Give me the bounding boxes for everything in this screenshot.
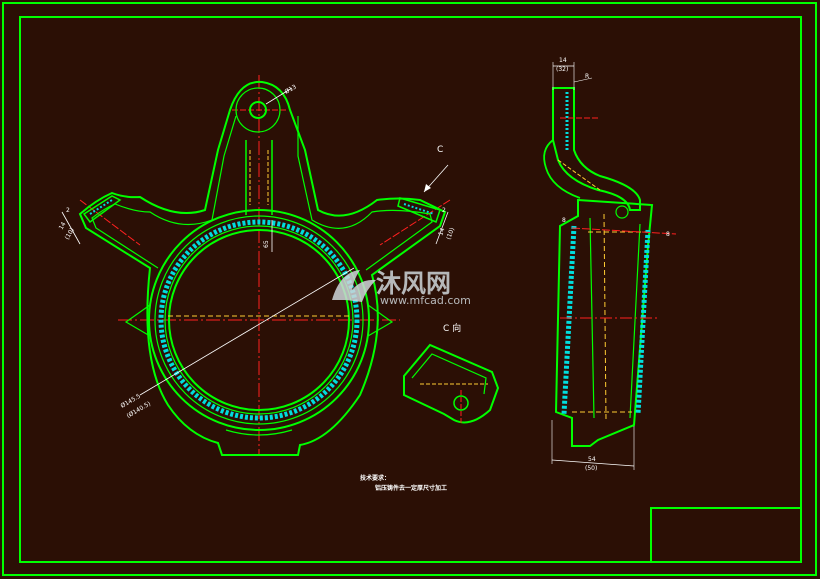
side-small-b: 8 — [666, 231, 670, 238]
center-rib — [245, 140, 273, 215]
dia-leader — [139, 267, 355, 396]
left-ring-boss — [124, 304, 151, 337]
right-dim-a: 2 — [442, 207, 446, 214]
side-hidden-vertical — [603, 213, 607, 421]
front-body-outline — [78, 80, 447, 456]
view-c-outline — [403, 343, 500, 424]
bottom-tab — [225, 429, 293, 436]
side-view: 14 (32) R 8 8 54 (50) — [543, 57, 677, 472]
top-eye-boss — [235, 87, 281, 133]
side-right-hatch — [635, 229, 651, 415]
notes-line1: 铝压铸件去一定厚尺寸加工 — [375, 484, 447, 492]
top-eye-hole — [249, 101, 267, 119]
rib-dim-label: 65 — [263, 240, 270, 248]
watermark-url: www.mfcad.com — [380, 294, 471, 307]
side-bottom-dim: 54 — [588, 456, 596, 463]
left-dim-a: 2 — [66, 207, 70, 214]
view-c-inner — [411, 353, 487, 395]
side-bottom-dim-paren: (50) — [585, 465, 597, 472]
front-body-inner-outline — [91, 115, 433, 271]
side-left-hatch — [561, 225, 577, 415]
view-c-title: C 向 — [443, 322, 461, 334]
notes-title: 技术要求： — [360, 474, 390, 482]
ring-bore — [168, 229, 350, 411]
watermark: 沐风网 www.mfcad.com — [332, 269, 471, 307]
side-top-dim: 14 — [559, 57, 567, 64]
view-c-hole — [453, 395, 469, 411]
ring-lining-edge — [164, 225, 354, 415]
side-body-outline — [554, 198, 654, 447]
side-top-hidden — [557, 159, 601, 191]
left-dim-line — [61, 211, 81, 245]
side-centerline-top — [571, 227, 677, 235]
title-block — [650, 507, 802, 563]
left-lug-flange — [82, 195, 122, 224]
view-c-arrow-label: C — [437, 145, 443, 155]
dia-hole-label: Ø13 — [284, 83, 298, 95]
view-c-arrowhead — [424, 184, 431, 192]
view-c-detail: C 向 — [403, 322, 500, 425]
left-dim-b: 14 — [58, 221, 68, 231]
right-lug-hatch — [403, 203, 435, 215]
center-rib-hidden — [249, 150, 269, 205]
right-dim-b: 14 — [437, 227, 446, 237]
side-bottom-dim-line — [551, 459, 635, 467]
inner-border — [19, 16, 802, 563]
front-view: Ø145.5 (Ø140.5) Ø13 65 2 14 (10) 2 14 (1… — [58, 75, 456, 456]
side-top-boss — [615, 205, 629, 219]
right-ring-boss — [367, 304, 394, 337]
front-centerline-left-lug — [79, 199, 141, 246]
ring-outer-2 — [154, 215, 364, 425]
ring-lining-hatch — [158, 219, 360, 421]
side-top-r: R — [585, 73, 589, 80]
right-lug-flange — [397, 197, 441, 224]
left-lug-hatch — [89, 199, 113, 215]
side-top-dim-paren: (32) — [556, 66, 568, 73]
front-centerline-right-lug — [379, 199, 451, 246]
watermark-text: 沐风网 — [376, 269, 451, 298]
technical-notes: 技术要求： 铝压铸件去一定厚尺寸加工 — [360, 474, 447, 492]
hole-leader — [265, 87, 293, 105]
ring-outer — [148, 209, 370, 431]
side-top-arm — [552, 87, 641, 211]
side-r-leader — [573, 77, 593, 83]
side-small-a: 8 — [562, 217, 566, 224]
side-arm-hook — [543, 139, 581, 199]
watermark-logo-icon — [332, 270, 376, 302]
right-dim-c: (10) — [445, 227, 456, 241]
right-dim-line — [435, 211, 449, 245]
